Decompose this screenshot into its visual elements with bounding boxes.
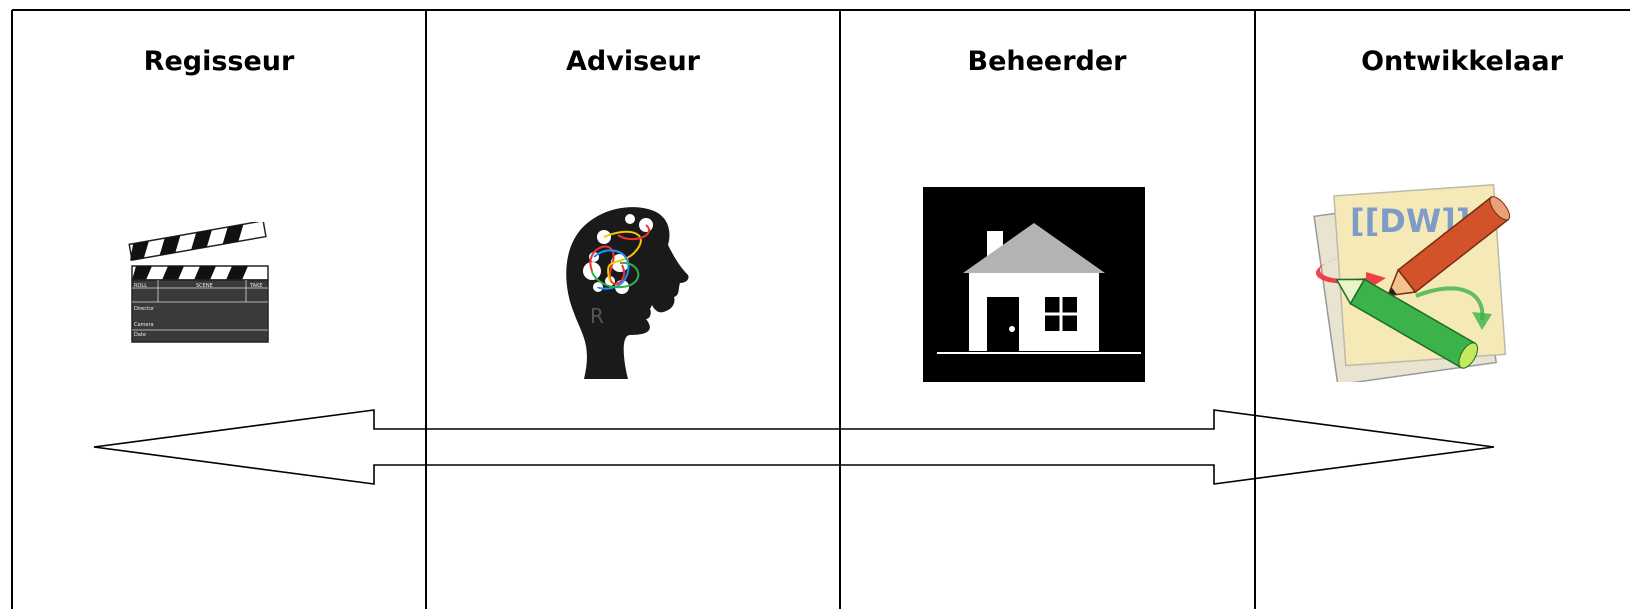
bidirectional-arrow: [93, 409, 1495, 485]
clapper-roll-label: ROLL: [134, 283, 147, 289]
head-letter: R: [590, 304, 604, 328]
column-title-adviseur: Adviseur: [566, 46, 700, 77]
clapper-scene-label: SCENE: [196, 283, 213, 289]
house-icon: [923, 187, 1145, 382]
column-title-beheerder: Beheerder: [967, 46, 1127, 77]
head-thoughts-icon: R: [566, 207, 689, 379]
dokuwiki-logo-icon: [[DW]]: [1313, 183, 1511, 382]
column-title-ontwikkelaar: Ontwikkelaar: [1361, 46, 1563, 77]
column-title-regisseur: Regisseur: [143, 46, 295, 77]
clapper-date-label: Date: [134, 332, 146, 338]
clapper-camera-label: Camera: [134, 322, 154, 328]
clapper-director-label: Director: [134, 306, 155, 312]
clapperboard-icon: ROLL SCENE TAKE Director Camera Date: [128, 222, 269, 343]
clapper-take-label: TAKE: [249, 283, 263, 289]
